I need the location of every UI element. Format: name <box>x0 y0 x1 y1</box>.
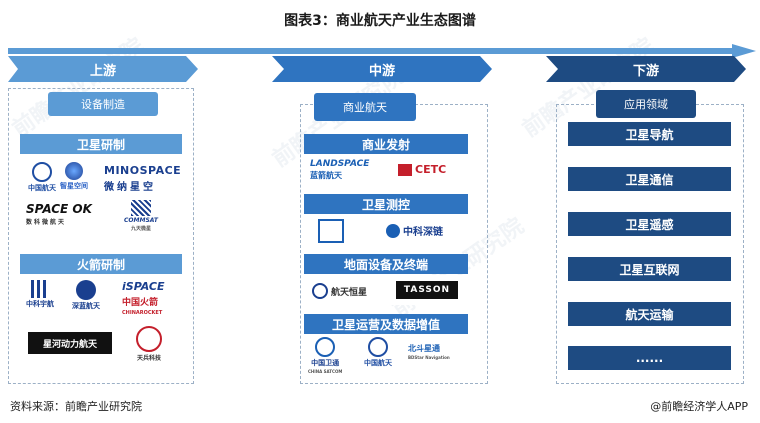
logo-ispace: iSPACE 中国火箭 CHINAROCKET <box>122 280 165 316</box>
aerospace-emblem-icon <box>32 162 52 182</box>
space-pioneer-emblem-icon <box>136 326 162 352</box>
satellite-tt-c-header: 卫星测控 <box>304 194 468 214</box>
tt-c-emblem-icon <box>318 219 344 243</box>
downstream-panel <box>556 104 744 384</box>
hengxing-emblem-icon <box>312 283 328 299</box>
logo-china-aerospace-mid: 中国航天 <box>364 337 392 368</box>
rocket-dev-logos: 中科宇航 深蓝航天 iSPACE 中国火箭 CHINAROCKET 星河动力航天… <box>20 276 182 376</box>
logo-space-pioneer: 天兵科技 <box>136 326 162 362</box>
logo-zhixing-space: 智星空间 <box>60 162 88 191</box>
page-title: 图表3：商业航天产业生态图谱 <box>284 13 476 29</box>
aerospace-emblem-icon <box>368 337 388 357</box>
logo-spaceok: SPACE OK 数科微航天 <box>26 202 92 226</box>
downstream-tab-shape <box>546 56 746 82</box>
logo-tt-c-emblem <box>318 219 344 243</box>
logo-china-satcom: 中国卫通 CHINA SATCOM <box>308 337 342 374</box>
logo-cetc: CETC <box>398 163 446 176</box>
satellite-icon <box>130 200 151 216</box>
midstream-tab: 中游 <box>368 63 395 79</box>
planet-icon <box>65 162 83 180</box>
midstream-tab-shape <box>272 56 492 82</box>
downstream-tab: 下游 <box>632 63 659 79</box>
cas-space-emblem-icon <box>31 280 49 298</box>
logo-china-aerospace: 中国航天 <box>28 162 56 193</box>
satellite-operation-header: 卫星运营及数据增值 <box>304 314 468 334</box>
logo-cas-space: 中科宇航 <box>26 280 54 309</box>
deep-blue-emblem-icon <box>76 280 96 300</box>
logo-galactic-energy: 星河动力航天 <box>28 332 112 354</box>
satellite-tt-c-logos: 中科深链 <box>304 215 468 245</box>
ground-equipment-logos: 航天恒星 TASSON <box>304 275 468 305</box>
app-item-communication: 卫星通信 <box>568 167 731 191</box>
credit-note: @前瞻经济学人APP <box>650 400 748 413</box>
app-item-remote-sensing: 卫星遥感 <box>568 212 731 236</box>
logo-bdstar: 北斗星通 BDStar Navigation <box>408 344 450 360</box>
midstream-segment-label: 商业航天 <box>314 93 416 121</box>
logo-tasson: TASSON <box>396 281 458 299</box>
downstream-segment-label: 应用领域 <box>596 90 696 118</box>
upstream-tab-shape <box>8 56 198 82</box>
flow-arrow-icon <box>8 44 756 58</box>
upstream-tab: 上游 <box>89 63 116 79</box>
satcom-emblem-icon <box>315 337 336 357</box>
satellite-dev-logos: 中国航天 智星空间 MINOSPACE 微纳星空 SPACE OK 数科微航天 … <box>20 156 182 240</box>
rocket-dev-header: 火箭研制 <box>20 254 182 274</box>
cetc-emblem-icon <box>398 163 412 176</box>
ground-equipment-header: 地面设备及终端 <box>304 254 468 274</box>
app-item-navigation: 卫星导航 <box>568 122 731 146</box>
upstream-segment-label: 设备制造 <box>48 92 158 116</box>
logo-commsat: COMMSAT 九天微星 <box>124 200 158 232</box>
app-item-more: ...... <box>568 346 731 370</box>
app-item-internet: 卫星互联网 <box>568 257 731 281</box>
logo-zhongke-shenlian: 中科深链 <box>386 223 443 238</box>
satellite-dev-header: 卫星研制 <box>20 134 182 154</box>
logo-hangtian-hengxing: 航天恒星 <box>312 283 367 299</box>
commercial-launch-logos: LANDSPACE 蓝箭航天 CETC <box>304 155 468 185</box>
logo-minospace: MINOSPACE 微纳星空 <box>104 164 182 193</box>
shenlian-emblem-icon <box>386 223 400 238</box>
commercial-launch-header: 商业发射 <box>304 134 468 154</box>
logo-deep-blue: 深蓝航天 <box>72 280 100 311</box>
source-note: 资料来源：前瞻产业研究院 <box>10 400 142 413</box>
satellite-operation-logos: 中国卫通 CHINA SATCOM 中国航天 北斗星通 BDStar Navig… <box>304 335 468 375</box>
app-item-transport: 航天运输 <box>568 302 731 326</box>
logo-landspace: LANDSPACE 蓝箭航天 <box>310 159 370 180</box>
upstream-panel <box>8 88 194 384</box>
